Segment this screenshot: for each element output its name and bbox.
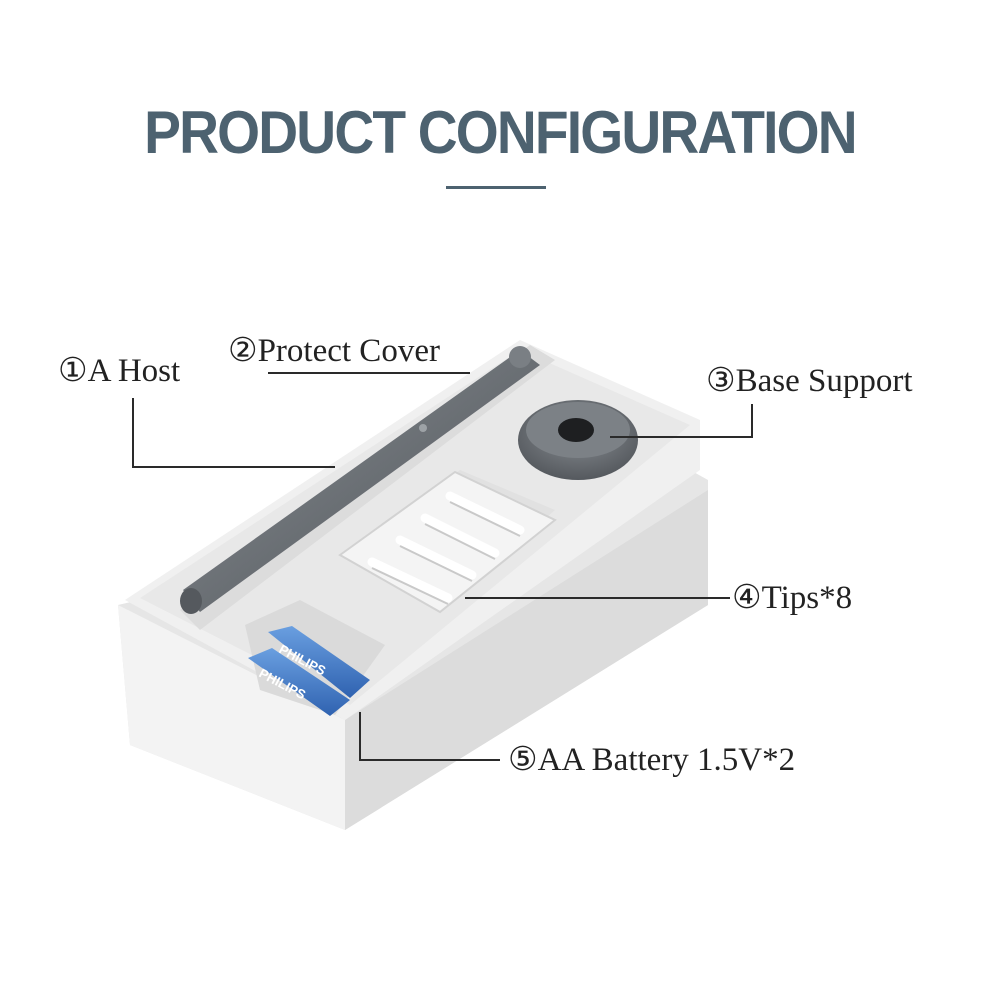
label-battery: ⑤AA Battery 1.5V*2 (508, 742, 796, 778)
callout-battery (359, 712, 500, 761)
label-tips: ④Tips*8 (732, 580, 853, 616)
callout-host (132, 398, 335, 468)
title-underline (446, 186, 546, 189)
host-device (180, 346, 540, 614)
page-title: PRODUCT CONFIGURATION (144, 99, 857, 166)
batteries: PHILIPS PHILIPS (248, 626, 370, 716)
label-host: ①A Host (58, 353, 181, 389)
callout-lines (132, 372, 753, 761)
tips-tray (338, 470, 557, 614)
label-protect-cover: ②Protect Cover (228, 333, 440, 369)
callout-base (610, 404, 753, 438)
label-base-support: ③Base Support (706, 363, 913, 399)
base-support (518, 400, 638, 480)
